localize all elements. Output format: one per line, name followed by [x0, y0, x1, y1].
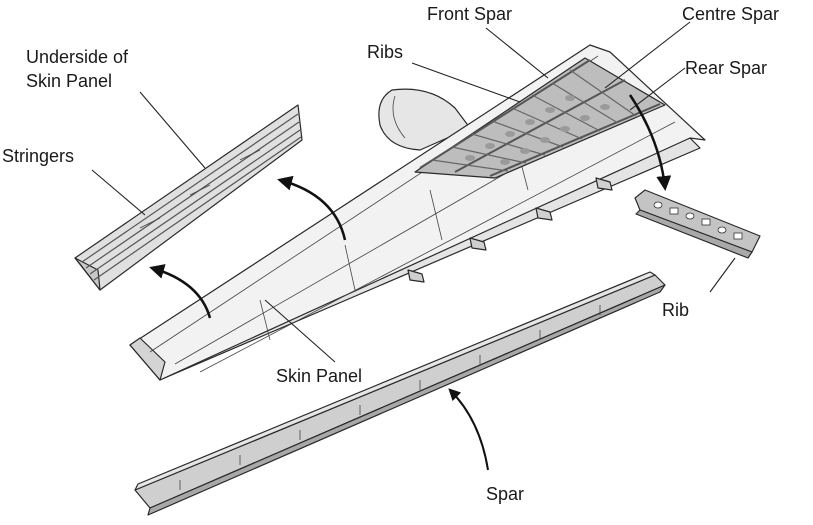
spar-part	[134, 271, 666, 516]
wing-box-structure	[414, 57, 666, 179]
rear-spar-line	[489, 103, 661, 177]
arrow-rib	[628, 94, 672, 191]
front-spar-line	[419, 59, 591, 169]
arrow-spar	[448, 388, 489, 471]
label-stringers: Stringers	[2, 146, 74, 166]
engine-nacelle	[378, 88, 471, 151]
skin-panel-underside	[74, 104, 303, 291]
arrow-panel-upper	[277, 175, 347, 241]
leader-lines	[91, 21, 736, 363]
label-front-spar: Front Spar	[427, 4, 512, 24]
centre-spar-line	[454, 79, 626, 173]
label-spar: Spar	[486, 484, 524, 504]
arrow-panel-lower	[149, 264, 212, 319]
label-underside-line2: Skin Panel	[26, 71, 112, 91]
label-centre-spar: Centre Spar	[682, 4, 779, 24]
label-rib: Rib	[662, 300, 689, 320]
label-underside-line1: Underside of	[26, 47, 129, 67]
labels: Front Spar Centre Spar Rear Spar Ribs Un…	[2, 4, 779, 504]
label-rear-spar: Rear Spar	[685, 58, 767, 78]
label-skin-panel: Skin Panel	[276, 366, 362, 386]
arrows	[149, 94, 672, 471]
label-ribs: Ribs	[367, 42, 403, 62]
rib-part	[634, 189, 761, 259]
